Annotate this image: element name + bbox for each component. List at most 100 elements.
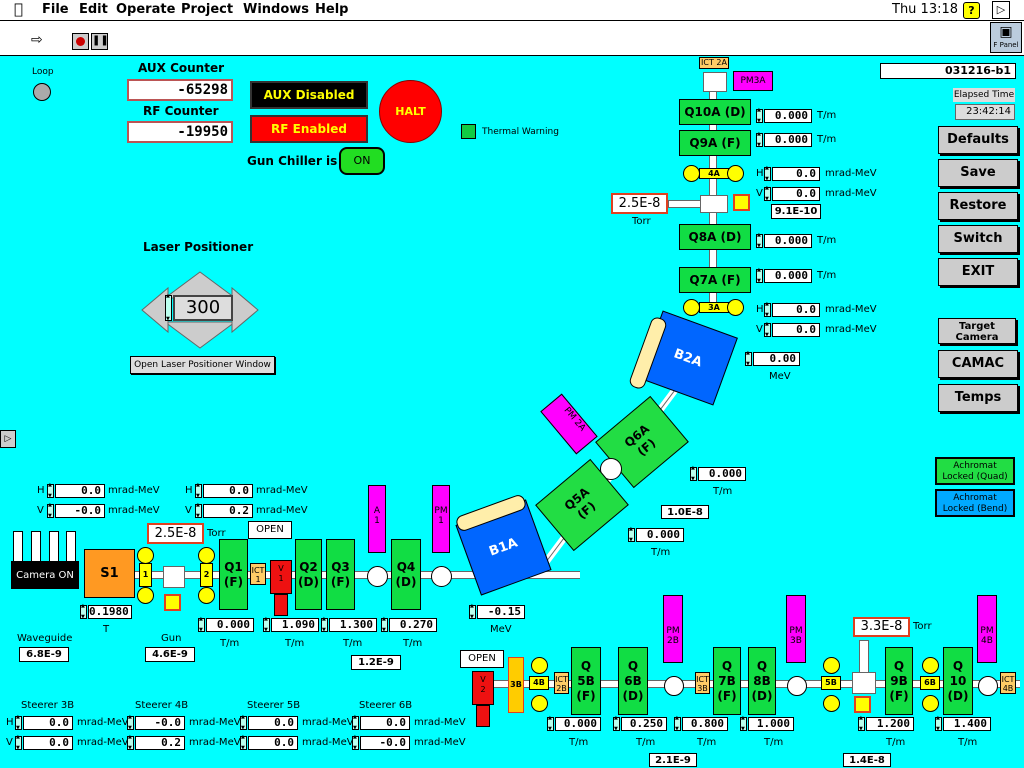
restore-button[interactable]: Restore	[938, 192, 1018, 220]
steerer-5b[interactable]: 5B	[821, 676, 841, 690]
b2a-spinner[interactable]	[745, 350, 752, 367]
steerer-6b-h-spinner[interactable]	[352, 714, 359, 731]
q1-magnet[interactable]: Q1 (F)	[219, 539, 248, 610]
q8b-spinner[interactable]	[740, 715, 747, 732]
q2-spinner[interactable]	[263, 616, 270, 633]
st4a-v-value[interactable]: 0.0	[772, 187, 820, 201]
switch-button[interactable]: Switch	[938, 225, 1018, 253]
menu-edit[interactable]: Edit	[79, 2, 108, 17]
steerer-5b-v-spinner[interactable]	[240, 734, 247, 751]
halt-button[interactable]: HALT	[379, 80, 442, 143]
steerer-3b-v-value[interactable]: 0.0	[23, 736, 73, 750]
laser-spinner[interactable]	[165, 293, 172, 322]
defaults-button[interactable]: Defaults	[938, 126, 1018, 154]
menu-file[interactable]: File	[42, 2, 69, 17]
loop-toggle[interactable]	[33, 83, 51, 101]
q5a-value[interactable]: 0.000	[636, 528, 684, 542]
q10b-spinner[interactable]	[935, 715, 942, 732]
q8a-magnet[interactable]: Q8A (D)	[679, 224, 751, 250]
q9a-magnet[interactable]: Q9A (F)	[679, 130, 751, 156]
st3a-v-value[interactable]: 0.0	[772, 323, 820, 337]
q7b-value[interactable]: 0.800	[682, 717, 728, 731]
q6b-magnet[interactable]: Q 6B (D)	[618, 647, 648, 715]
q2-magnet[interactable]: Q2 (D)	[295, 539, 322, 610]
q5a-spinner[interactable]	[628, 526, 635, 543]
st1-v-spinner[interactable]	[47, 502, 54, 519]
steerer-4a[interactable]: 4A	[699, 168, 729, 179]
st3a-v-spinner[interactable]	[764, 321, 771, 338]
q7a-spinner[interactable]	[756, 267, 763, 284]
s1-spinner[interactable]	[80, 603, 87, 620]
q5b-magnet[interactable]: Q 5B (F)	[571, 647, 601, 715]
laser-right-arrow[interactable]	[231, 286, 259, 334]
front-panel-button[interactable]: ▣ F Panel	[990, 22, 1022, 53]
b1a-value[interactable]: -0.15	[477, 605, 525, 619]
q6a-value[interactable]: 0.000	[698, 467, 746, 481]
menu-help[interactable]: Help	[315, 2, 349, 17]
aux-disabled-button[interactable]: AUX Disabled	[250, 81, 368, 109]
q3-spinner[interactable]	[321, 616, 328, 633]
q10b-magnet[interactable]: Q 10 (D)	[943, 647, 973, 715]
save-button[interactable]: Save	[938, 159, 1018, 187]
pm-a1[interactable]: A 1	[368, 485, 386, 553]
q4-value[interactable]: 0.270	[389, 618, 437, 632]
valve-2[interactable]: V 2	[472, 671, 494, 705]
gun-chiller-toggle[interactable]: ON	[339, 147, 385, 175]
steerer-1[interactable]: 1	[139, 563, 152, 587]
steerer-3a-right[interactable]	[727, 299, 744, 316]
pm3a[interactable]: PM3A	[733, 71, 773, 91]
q10a-magnet[interactable]: Q10A (D)	[679, 99, 751, 125]
b1a-spinner[interactable]	[469, 603, 476, 620]
steerer-4b[interactable]: 4B	[529, 676, 549, 690]
q6b-spinner[interactable]	[613, 715, 620, 732]
menu-operate[interactable]: Operate	[116, 2, 176, 17]
s1-value[interactable]: 0.1980	[88, 605, 132, 619]
steerer-6b-bottom[interactable]	[922, 695, 939, 712]
steerer-6b-h-value[interactable]: 0.0	[360, 716, 410, 730]
apple-icon[interactable]: 	[14, 0, 23, 18]
upper-valve[interactable]	[733, 194, 750, 211]
q7a-magnet[interactable]: Q7A (F)	[679, 267, 751, 293]
steerer-4b-bottom[interactable]	[531, 695, 548, 712]
steerer-5b-bottom[interactable]	[823, 695, 840, 712]
steerer-3b-h-value[interactable]: 0.0	[23, 716, 73, 730]
st4a-v-spinner[interactable]	[764, 185, 771, 202]
pause-button[interactable]: ❚❚	[91, 33, 109, 50]
steerer-2[interactable]: 2	[200, 563, 213, 587]
q4-magnet[interactable]: Q4 (D)	[391, 539, 421, 610]
steerer-4b-v-spinner[interactable]	[127, 734, 134, 751]
q8a-value[interactable]: 0.000	[764, 234, 812, 248]
st2-h-value[interactable]: 0.0	[203, 484, 253, 498]
rf-enabled-button[interactable]: RF Enabled	[250, 115, 368, 143]
target-camera-button[interactable]: Target Camera	[938, 318, 1016, 344]
app-icon[interactable]: ▷	[992, 1, 1010, 19]
q7b-spinner[interactable]	[674, 715, 681, 732]
st3a-h-value[interactable]: 0.0	[772, 303, 820, 317]
steerer-6b-v-spinner[interactable]	[352, 734, 359, 751]
q10b-value[interactable]: 1.400	[943, 717, 991, 731]
st1-v-value[interactable]: -0.0	[55, 504, 105, 518]
q6a-spinner[interactable]	[690, 465, 697, 482]
steerer-4b-h-value[interactable]: -0.0	[135, 716, 185, 730]
q1-value[interactable]: 0.000	[206, 618, 254, 632]
steerer-4a-right[interactable]	[727, 165, 744, 182]
valve-1[interactable]: V 1	[270, 560, 292, 594]
st4a-h-value[interactable]: 0.0	[772, 167, 820, 181]
q2-value[interactable]: 1.090	[271, 618, 319, 632]
st1-h-value[interactable]: 0.0	[55, 484, 105, 498]
gun-valve[interactable]	[164, 594, 181, 611]
record-button[interactable]	[72, 33, 89, 50]
run-arrow-icon[interactable]: ⇨	[31, 32, 43, 48]
camac-button[interactable]: CAMAC	[938, 350, 1018, 378]
menu-project[interactable]: Project	[181, 2, 234, 17]
q9a-spinner[interactable]	[756, 131, 763, 148]
st2-v-value[interactable]: 0.2	[203, 504, 253, 518]
open-laser-positioner-button[interactable]: Open Laser Positioner Window	[130, 356, 275, 374]
steerer-1-top[interactable]	[137, 547, 154, 564]
st3a-h-spinner[interactable]	[764, 301, 771, 318]
laser-position-value[interactable]: 300	[173, 295, 233, 321]
camera-on-button[interactable]: Camera ON	[11, 561, 79, 589]
help-icon[interactable]: ?	[963, 2, 980, 19]
laser-down-arrow[interactable]	[163, 321, 237, 349]
steerer-1-bottom[interactable]	[137, 587, 154, 604]
